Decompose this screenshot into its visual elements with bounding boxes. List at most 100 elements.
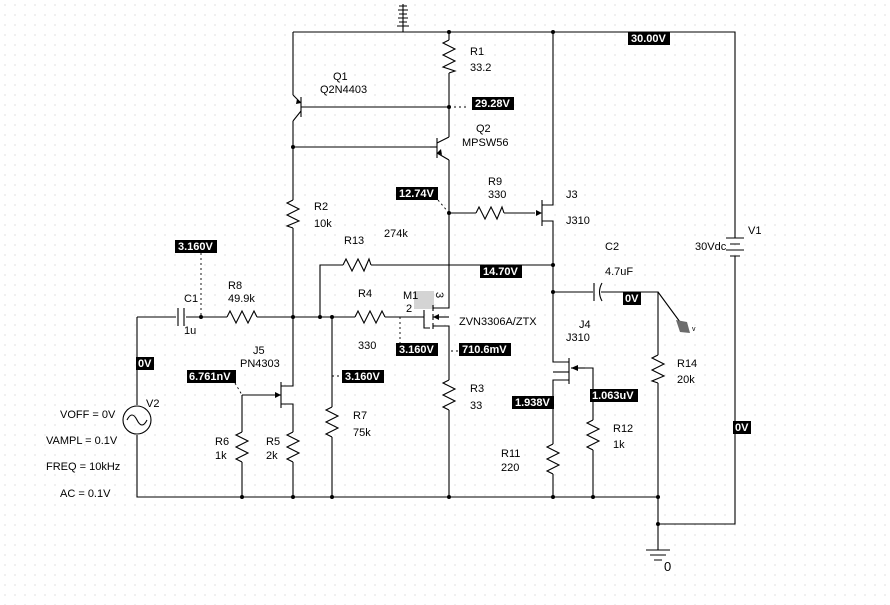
r13-ref: R13	[344, 235, 364, 247]
v2-param-freq: FREQ = 10kHz	[46, 461, 120, 473]
probe-j4-gate[interactable]: 1.063uV	[590, 389, 638, 402]
r4-value: 330	[358, 340, 376, 352]
m1-ref: M1	[403, 290, 418, 302]
q2-ref: Q2	[476, 123, 491, 135]
probe-v1-minus[interactable]: 0V	[733, 421, 751, 434]
jfet-j4[interactable]: J4 J310	[552, 319, 591, 392]
resistor-r14[interactable]: R14 20k	[650, 354, 697, 386]
resistor-r5[interactable]: R5 2k	[266, 431, 301, 463]
resistor-r13[interactable]: R13 274k	[342, 228, 408, 273]
r7-value: 75k	[353, 427, 371, 439]
jfet-j5[interactable]: J5 PN4303	[240, 345, 294, 415]
voltage-source-v2[interactable]: V2 VOFF = 0V VAMPL = 0.1V FREQ = 10kHz A…	[46, 398, 159, 500]
voltage-source-v1[interactable]: V1 30Vdc	[695, 225, 761, 262]
resistor-r1[interactable]: R1 33.2	[441, 39, 491, 74]
v2-param-vampl: VAMPL = 0.1V	[46, 435, 118, 447]
probe-r13-node[interactable]: 14.70V	[480, 265, 522, 278]
probe-input-node[interactable]: 3.160V	[175, 240, 217, 253]
probe-r13-node-value: 14.70V	[483, 266, 519, 278]
voltage-marker-icon[interactable]: v	[657, 291, 696, 333]
j4-value: J310	[566, 332, 590, 344]
probe-v2-value: 0V	[138, 358, 152, 370]
probe-r7-node-value: 3.160V	[345, 371, 381, 383]
ground-symbol[interactable]: 0	[646, 549, 671, 574]
r8-ref: R8	[228, 280, 242, 292]
r7-ref: R7	[353, 410, 367, 422]
resistor-r3[interactable]: R3 33	[441, 379, 484, 412]
resistor-r7[interactable]: R7 75k	[324, 406, 371, 439]
resistor-r12[interactable]: R12 1k	[585, 419, 633, 451]
j3-value: J310	[566, 215, 590, 227]
c1-ref: C1	[184, 293, 198, 305]
c2-ref: C2	[605, 241, 619, 253]
probe-c2-out[interactable]: 0V	[623, 292, 641, 305]
resistor-r9[interactable]: R9 330	[475, 176, 506, 221]
probe-r7-node[interactable]: 3.160V	[342, 370, 384, 383]
r5-ref: R5	[266, 436, 280, 448]
r3-value: 33	[470, 400, 482, 412]
m1-pin-gate: 2	[406, 303, 412, 315]
resistor-r6[interactable]: R6 1k	[215, 431, 250, 463]
probe-j4-source[interactable]: 1.938V	[512, 396, 554, 409]
r9-value: 330	[488, 189, 506, 201]
probe-j4-source-value: 1.938V	[515, 397, 551, 409]
r4-ref: R4	[358, 288, 372, 300]
r3-ref: R3	[470, 383, 484, 395]
r6-ref: R6	[215, 436, 229, 448]
transistor-q2[interactable]: Q2 MPSW56	[430, 123, 508, 161]
probe-input-node-value: 3.160V	[178, 241, 214, 253]
r1-ref: R1	[470, 46, 484, 58]
probe-q1-collector[interactable]: 29.28V	[472, 97, 514, 110]
probe-v1-minus-value: 0V	[735, 422, 749, 434]
probe-q2-collector-value: 12.74V	[399, 188, 435, 200]
junction-dots	[199, 30, 660, 526]
r2-value: 10k	[314, 218, 332, 230]
resistor-r4[interactable]: R4 330	[354, 288, 386, 352]
v1-ref: V1	[748, 225, 761, 237]
j4-ref: J4	[579, 319, 591, 331]
v2-param-voff: VOFF = 0V	[60, 409, 116, 421]
ground-label: 0	[664, 559, 671, 574]
probe-supply[interactable]: 30.00V	[628, 32, 670, 45]
probe-m1-source-value: 710.6mV	[462, 344, 507, 356]
probe-supply-value: 30.00V	[631, 33, 667, 45]
net-connector-icon	[397, 5, 409, 27]
r9-ref: R9	[488, 176, 502, 188]
resistor-r11[interactable]: R11 220	[501, 443, 561, 475]
transistor-q1[interactable]: Q1 Q2N4403	[292, 71, 367, 122]
probe-q2-collector[interactable]: 12.74V	[396, 187, 438, 200]
resistor-r8[interactable]: R8 49.9k	[226, 280, 258, 325]
v2-ref: V2	[146, 398, 159, 410]
m1-pin-drain: 3	[433, 292, 445, 298]
mosfet-m1[interactable]: M1 2 3 ZVN3306A/ZTX	[403, 290, 537, 337]
probe-j5-gate-value: 6.761nV	[189, 371, 231, 383]
r2-ref: R2	[314, 201, 328, 213]
jfet-j3[interactable]: J3 J310	[536, 189, 590, 232]
q1-value: Q2N4403	[320, 84, 367, 96]
m1-highlight	[414, 291, 434, 309]
probe-q1-collector-value: 29.28V	[475, 98, 511, 110]
r13-value: 274k	[384, 228, 408, 240]
j5-ref: J5	[253, 345, 265, 357]
r14-ref: R14	[677, 358, 697, 370]
capacitor-c2[interactable]: C2 4.7uF	[593, 241, 633, 302]
r14-value: 20k	[677, 374, 695, 386]
r11-ref: R11	[501, 448, 520, 460]
j3-ref: J3	[566, 189, 578, 201]
q1-ref: Q1	[333, 71, 348, 83]
q2-value: MPSW56	[462, 137, 508, 149]
c1-value: 1u	[184, 325, 196, 337]
probe-v2[interactable]: 0V	[136, 357, 154, 370]
probe-j4-gate-value: 1.063uV	[592, 390, 634, 402]
v1-value: 30Vdc	[695, 241, 727, 253]
probe-m1-gate[interactable]: 3.160V	[396, 343, 438, 356]
capacitor-c1[interactable]: C1 1u	[177, 293, 198, 337]
probe-j5-gate[interactable]: 6.761nV	[187, 370, 236, 383]
probe-m1-source[interactable]: 710.6mV	[459, 343, 511, 356]
resistor-r2[interactable]: R2 10k	[285, 199, 332, 230]
r1-value: 33.2	[470, 62, 491, 74]
r5-value: 2k	[266, 450, 278, 462]
r12-ref: R12	[613, 423, 633, 435]
r8-value: 49.9k	[228, 293, 255, 305]
